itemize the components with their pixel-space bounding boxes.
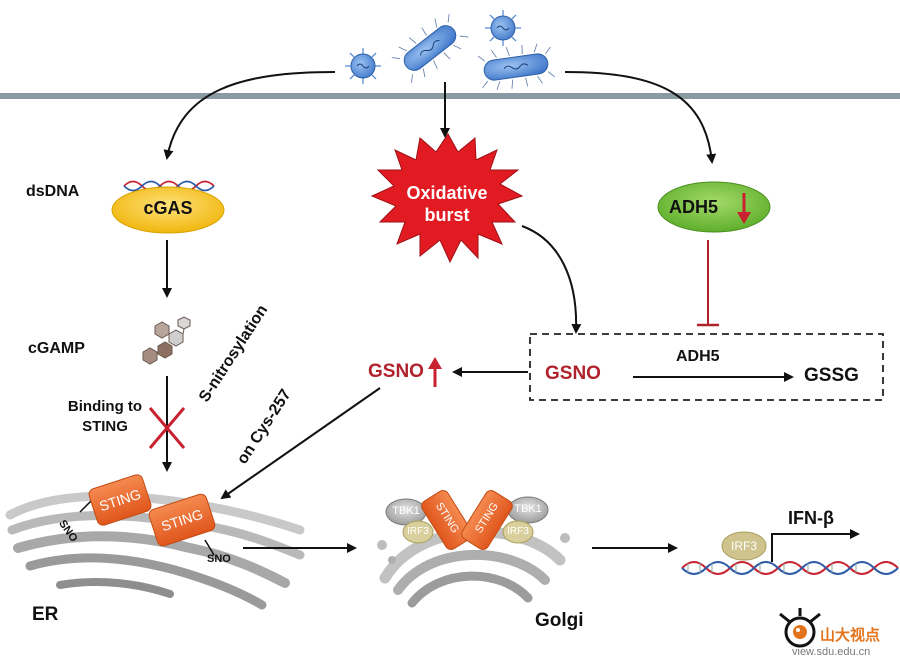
- binding-label-line1: Binding to: [67, 398, 143, 415]
- virus-icon: [485, 10, 521, 46]
- irf3-left-label: IRF3: [407, 526, 429, 537]
- virus-icon: [345, 48, 381, 84]
- sting-box-2: [148, 493, 216, 547]
- arrow-burst-to-gsno: [521, 225, 582, 334]
- gsno-box-label: GSNO: [545, 363, 601, 384]
- gsno-left-label: GSNO: [368, 361, 424, 382]
- bacterium-icon: [391, 13, 469, 83]
- cgas-label: cGAS: [143, 198, 193, 218]
- cgas-node: [111, 186, 225, 234]
- oxidative-burst-node: [370, 133, 524, 264]
- arrow-to-cgas: [163, 71, 336, 160]
- tbk1-right-label: TBK1: [514, 503, 542, 515]
- transcription-arrow: [771, 529, 860, 562]
- down-arrow-icon: [737, 193, 751, 224]
- adh5-box-label: ADH5: [676, 348, 720, 365]
- oxidative-label-line2: burst: [424, 205, 470, 225]
- sting-golgi-2: [461, 490, 513, 550]
- watermark-text: 山大视点: [820, 626, 881, 644]
- up-arrow-icon: [428, 357, 442, 387]
- watermark-url: view.sdu.edu.cn: [792, 646, 871, 658]
- ifn-beta-label: IFN-β: [788, 508, 834, 528]
- adh5-node-label: ADH5: [669, 197, 719, 217]
- tbk1-left-label: TBK1: [392, 505, 420, 517]
- gsno-metabolism-box: [529, 333, 884, 401]
- camera-logo-icon: [779, 608, 821, 648]
- dsdna-label: dsDNA: [26, 183, 80, 200]
- binding-label-line2: STING: [82, 418, 128, 435]
- sting-box-1: [88, 474, 152, 526]
- irf3-right-shape: [502, 520, 534, 544]
- irf3-right-label: IRF3: [507, 526, 529, 537]
- sno-label-2: SNO: [207, 553, 231, 565]
- arrow-to-adh5: [564, 71, 717, 164]
- arrow-gsno-to-sting: [220, 387, 381, 500]
- irf3-dna-shape: [721, 531, 767, 561]
- gssg-label: GSSG: [804, 365, 859, 386]
- golgi-label: Golgi: [535, 610, 584, 631]
- irf3-left-shape: [402, 520, 434, 544]
- cgamp-molecule-icon: [142, 316, 191, 365]
- er-label: ER: [32, 604, 59, 625]
- sting-golgi-1: [421, 490, 473, 550]
- irf3-dna-label: IRF3: [730, 539, 757, 553]
- block-cross-icon: [148, 407, 186, 449]
- bacterium-icon: [477, 43, 555, 91]
- oxidative-label-line1: Oxidative: [406, 183, 488, 203]
- dna-helix-icon: [681, 561, 899, 575]
- cell-membrane: [0, 93, 900, 99]
- cgamp-label: cGAMP: [28, 340, 85, 357]
